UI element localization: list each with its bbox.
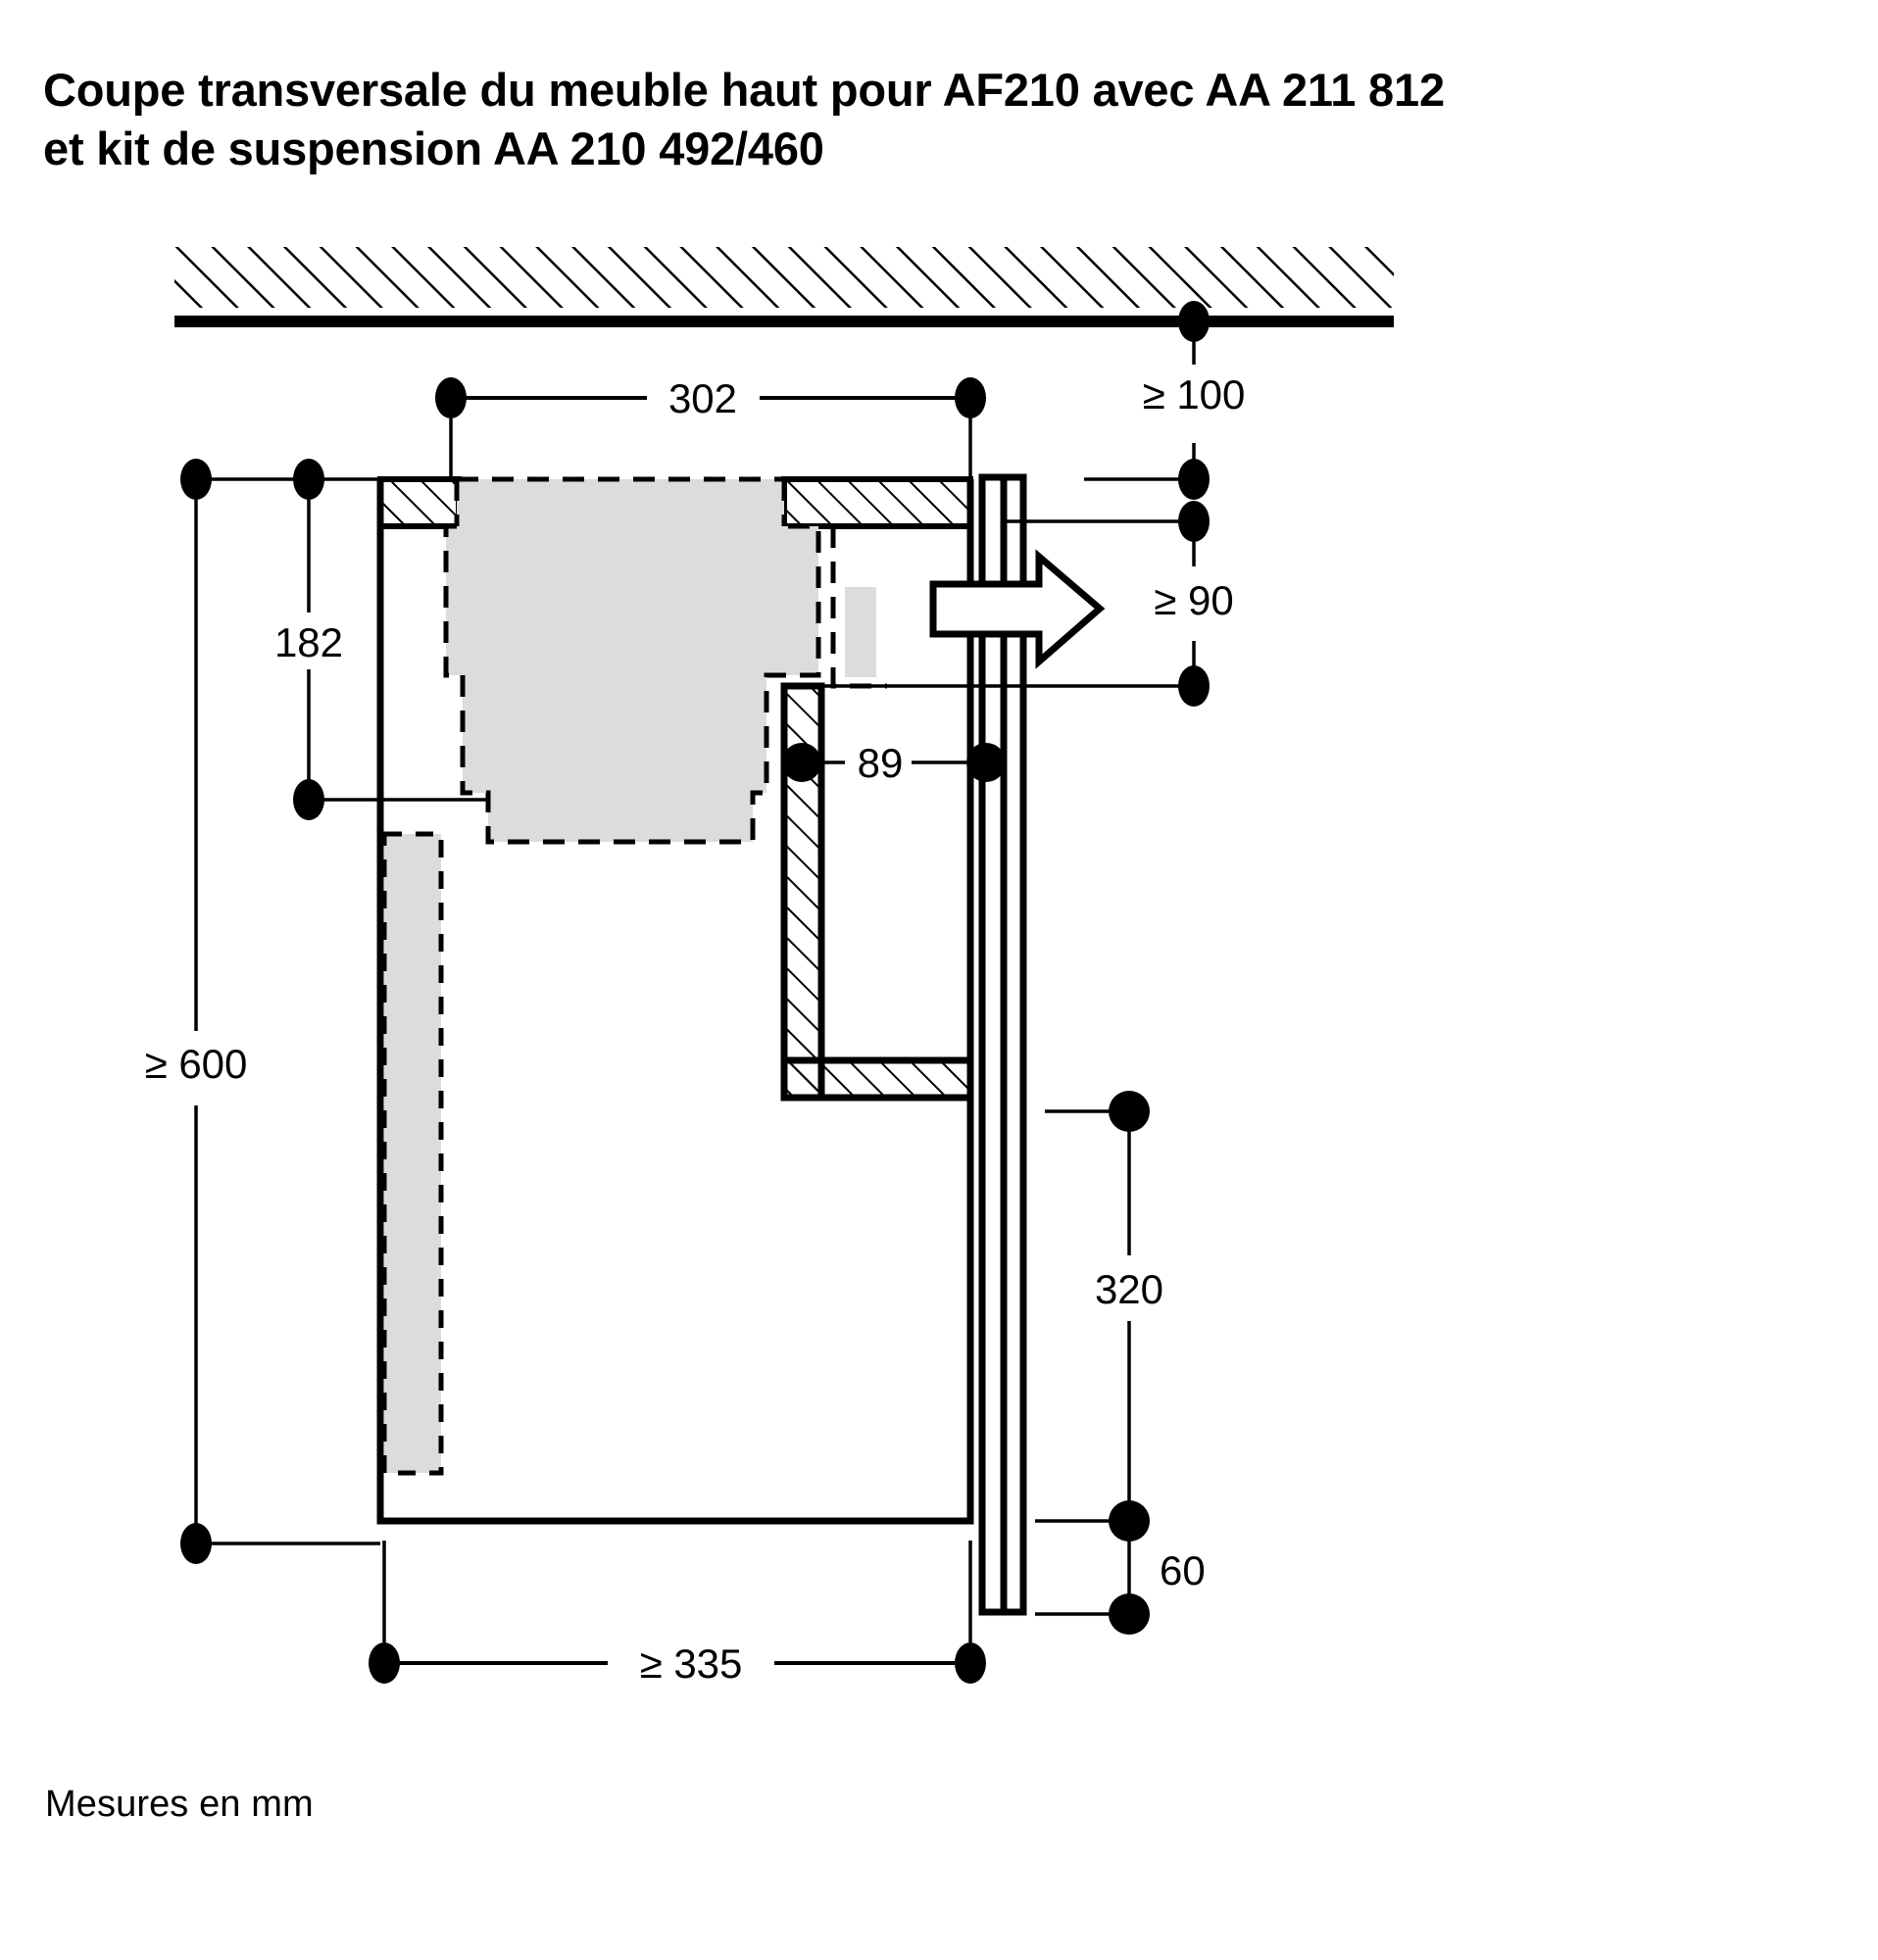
- dimension-89-label: 89: [858, 740, 904, 786]
- appliance-dash-outline: [443, 523, 821, 845]
- cabinet-top-panel-left: [377, 476, 462, 529]
- dimension-600: ≥ 600: [145, 459, 380, 1564]
- dimension-90-label: ≥ 90: [1154, 577, 1233, 623]
- page-title-line-1: Coupe transversale du meuble haut pour A…: [43, 64, 1445, 116]
- door-panel-outer: [1000, 473, 1027, 1616]
- dimension-89-marker-right: [966, 743, 1006, 782]
- dimension-302: 302: [435, 375, 986, 477]
- dimension-60-label: 60: [1160, 1547, 1206, 1593]
- dimension-335: ≥ 335: [369, 1541, 986, 1687]
- dimension-60: 60: [1035, 1521, 1206, 1635]
- dimension-302-marker-left: [435, 377, 467, 418]
- cabinet-top-panel-right: [781, 476, 973, 529]
- door-panel-assembly: [978, 473, 1027, 1616]
- appliance-left-strip-outline: [381, 831, 444, 1476]
- appliance-top-block: [457, 479, 784, 526]
- dimension-90: ≥ 90: [821, 501, 1234, 707]
- dimension-182-label: 182: [274, 619, 343, 665]
- airflow-arrow: [929, 549, 1106, 669]
- cabinet-assembly: [376, 476, 974, 1525]
- dimension-89: 89: [782, 740, 1006, 786]
- duct-bottom-shelf: [780, 1056, 974, 1102]
- appliance-mid-step: [463, 675, 766, 793]
- appliance-main-body: [446, 526, 818, 675]
- dimension-335-label: ≥ 335: [640, 1641, 743, 1687]
- airflow-arrow-shape: [929, 549, 1106, 669]
- appliance-assembly: [381, 476, 887, 1476]
- dimension-89-marker-left: [782, 743, 821, 782]
- appliance-right-sliver: [845, 587, 876, 677]
- dimension-100-label: ≥ 100: [1143, 371, 1246, 417]
- cabinet-outline: [376, 479, 974, 1525]
- dimension-320-label: 320: [1095, 1266, 1163, 1312]
- dimension-335-marker-left: [369, 1642, 400, 1684]
- dimension-100-marker-top: [1178, 301, 1210, 342]
- page-title: Coupe transversale du meuble haut pour A…: [43, 61, 1827, 177]
- appliance-left-strip-fill: [384, 834, 441, 1473]
- page-title-line-2: et kit de suspension AA 210 492/460: [43, 122, 824, 174]
- dimension-302-label: 302: [668, 375, 737, 421]
- ceiling-hatch: [174, 247, 1394, 308]
- dimension-335-marker-right: [955, 1642, 986, 1684]
- units-note: Mesures en mm: [45, 1784, 314, 1825]
- dimension-182: 182: [274, 459, 490, 820]
- appliance-lower-step: [488, 793, 753, 842]
- dimension-320: 320: [1035, 1091, 1163, 1542]
- dimension-302-marker-right: [955, 377, 986, 418]
- ceiling-assembly: [174, 247, 1394, 327]
- dimension-600-label: ≥ 600: [145, 1041, 248, 1087]
- dimension-100: ≥ 100: [1084, 301, 1245, 500]
